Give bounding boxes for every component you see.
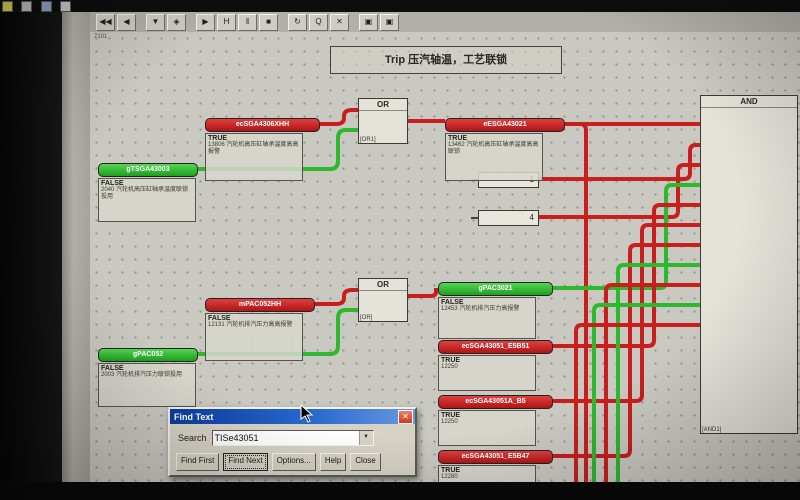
tag-state: TRUE [448, 135, 468, 142]
tag-detail: TRUE 13462 汽轮机高压缸轴承温度高高联锁 [445, 133, 543, 181]
search-combobox: ▼ [211, 430, 374, 446]
tag-detail: FALSE 2040 汽轮机高压缸轴承温度联锁投用 [98, 178, 196, 222]
gate-label: AND [701, 96, 797, 108]
tag-detail: FALSE 12453 汽轮机排汽压力高报警 [438, 297, 536, 339]
zoom-icon[interactable]: Q [309, 14, 328, 31]
block-ecSGA43051A-B5: ecSGA43051A_B5 TRUE 12250 [438, 395, 553, 446]
and-gate[interactable]: AND [AND1] [700, 95, 798, 434]
toolbar-row: ◀◀ ◀ ▼ ◈ ▶ H ‖ ■ ↻ Q ✕ ▣ ▣ [90, 12, 800, 32]
window-side-strip [62, 12, 91, 482]
search-label: Search [178, 433, 207, 443]
window-a-icon[interactable]: ▣ [359, 14, 378, 31]
tag-detail: TRUE 13806 汽轮机高压缸轴承温度高高报警 [205, 133, 303, 181]
tag-pill[interactable]: gPAC3021 [438, 282, 553, 296]
tag-pill[interactable]: ecSGA4306XHH [205, 118, 320, 132]
toolbar: ◀◀ ◀ ▼ ◈ ▶ H ‖ ■ ↻ Q ✕ ▣ ▣ [96, 14, 399, 31]
block-mPAC052HH: mPAC052HH FALSE 12131 汽轮机排汽压力高高报警 [205, 298, 315, 361]
block-gPAC3021: gPAC3021 FALSE 12453 汽轮机排汽压力高报警 [438, 282, 553, 339]
window-b-icon[interactable]: ▣ [380, 14, 399, 31]
mode-icon[interactable]: ◈ [167, 14, 186, 31]
tag-detail: FALSE 12131 汽轮机排汽压力高高报警 [205, 313, 303, 361]
dialog-titlebar[interactable]: Find Text ✕ [170, 409, 415, 424]
tag-desc: 2003 汽轮机排汽压力联锁投用 [101, 372, 183, 378]
tag-state: TRUE [441, 467, 461, 474]
step-back-icon[interactable]: ◀ [117, 14, 136, 31]
tag-state: TRUE [208, 135, 228, 142]
photo-dark-edge [0, 12, 62, 500]
gate-ref: [OR1] [360, 137, 376, 143]
tag-state: FALSE [101, 180, 124, 187]
page-down-icon[interactable]: ▼ [146, 14, 165, 31]
chevron-down-icon[interactable]: ▼ [358, 431, 373, 445]
tag-desc: 12453 汽轮机排汽压力高报警 [441, 306, 520, 312]
tag-detail: TRUE 12250 [438, 410, 536, 446]
tag-pill[interactable]: ecSGA43051_E5B47 [438, 450, 553, 464]
taskbar-icon[interactable] [2, 1, 13, 12]
delete-icon[interactable]: ✕ [330, 14, 349, 31]
help-button[interactable]: Help [319, 453, 347, 471]
block-gPAC052: gPAC052 FALSE 2003 汽轮机排汽压力联锁投用 [98, 348, 198, 407]
find-first-button[interactable]: Find First [176, 453, 220, 471]
mouse-cursor [300, 404, 314, 423]
run-icon[interactable]: ▶ [196, 14, 215, 31]
wires-layer [198, 108, 700, 482]
tag-pill[interactable]: gTSGA43003 [98, 163, 198, 177]
find-next-button[interactable]: Find Next [223, 453, 268, 471]
block-gTSGA43003: gTSGA43003 FALSE 2040 汽轮机高压缸轴承温度联锁投用 [98, 163, 198, 222]
taskbar-icon[interactable] [21, 1, 33, 12]
titlebar-strip [0, 0, 800, 12]
tag-pill[interactable]: eESGA43021 [445, 118, 565, 132]
or-gate-1[interactable]: OR [OR1] [358, 98, 408, 144]
gate-label: OR [359, 279, 407, 291]
tag-state: FALSE [441, 299, 464, 306]
close-icon[interactable]: ✕ [398, 409, 413, 424]
page-number: 7101 [94, 34, 108, 40]
tag-pill[interactable]: ecSGA43051_E5B51 [438, 340, 553, 354]
step-back-fast-icon[interactable]: ◀◀ [96, 14, 115, 31]
gate-ref: [AND1] [702, 427, 722, 433]
taskbar-icon[interactable] [40, 1, 52, 12]
options-button[interactable]: Options... [271, 453, 316, 471]
dialog-title: Find Text [174, 411, 214, 422]
tag-desc: 12131 汽轮机排汽压力高高报警 [208, 322, 293, 328]
tag-desc: 13462 汽轮机高压缸轴承温度高高联锁 [448, 142, 539, 155]
gate-label: OR [359, 99, 407, 111]
block-eESGA43021: eESGA43021 TRUE 13462 汽轮机高压缸轴承温度高高联锁 [445, 118, 565, 181]
find-text-dialog: Find Text ✕ Search ▼ Find First Find Nex… [168, 407, 417, 477]
diagram-canvas[interactable]: 7101 Trip 压汽轴温，工艺联锁 [90, 32, 800, 482]
halt-icon[interactable]: H [217, 14, 236, 31]
tag-detail: TRUE 12250 [438, 355, 536, 391]
tag-desc: 12250 [441, 364, 458, 370]
tag-desc: 13806 汽轮机高压缸轴承温度高高报警 [208, 142, 299, 155]
tag-detail: TRUE 12280 [438, 465, 536, 482]
sheet-title: Trip 压汽轴温，工艺联锁 [330, 46, 562, 74]
close-button[interactable]: Close [350, 453, 381, 471]
taskbar-icon[interactable] [60, 1, 72, 12]
tag-pill[interactable]: mPAC052HH [205, 298, 315, 312]
block-ecSGA43051-E5B47: ecSGA43051_E5B47 TRUE 12280 [438, 450, 553, 482]
tag-detail: FALSE 2003 汽轮机排汽压力联锁投用 [98, 363, 196, 407]
tag-pill[interactable]: ecSGA43051A_B5 [438, 395, 553, 409]
stop-icon[interactable]: ■ [259, 14, 278, 31]
tag-pill[interactable]: gPAC052 [98, 348, 198, 362]
or-gate-2[interactable]: OR [OR] [358, 278, 408, 322]
pause-icon[interactable]: ‖ [238, 14, 257, 31]
tag-desc: 12250 [441, 419, 458, 425]
block-ecSGA4306XHH: ecSGA4306XHH TRUE 13806 汽轮机高压缸轴承温度高高报警 [205, 118, 320, 181]
gate-ref: [OR] [360, 315, 373, 321]
const-4[interactable]: 4 [471, 210, 539, 226]
block-ecSGA43051-E5B51: ecSGA43051_E5B51 TRUE 12250 [438, 340, 553, 391]
tag-state: FALSE [101, 365, 124, 372]
tag-desc: 12280 [441, 474, 458, 480]
photo-bottom-edge [0, 482, 800, 500]
tag-state: TRUE [441, 357, 461, 364]
tag-desc: 2040 汽轮机高压缸轴承温度联锁投用 [101, 187, 189, 200]
search-input[interactable] [212, 431, 359, 445]
tag-state: TRUE [441, 412, 461, 419]
refresh-icon[interactable]: ↻ [288, 14, 307, 31]
tag-state: FALSE [208, 315, 231, 322]
